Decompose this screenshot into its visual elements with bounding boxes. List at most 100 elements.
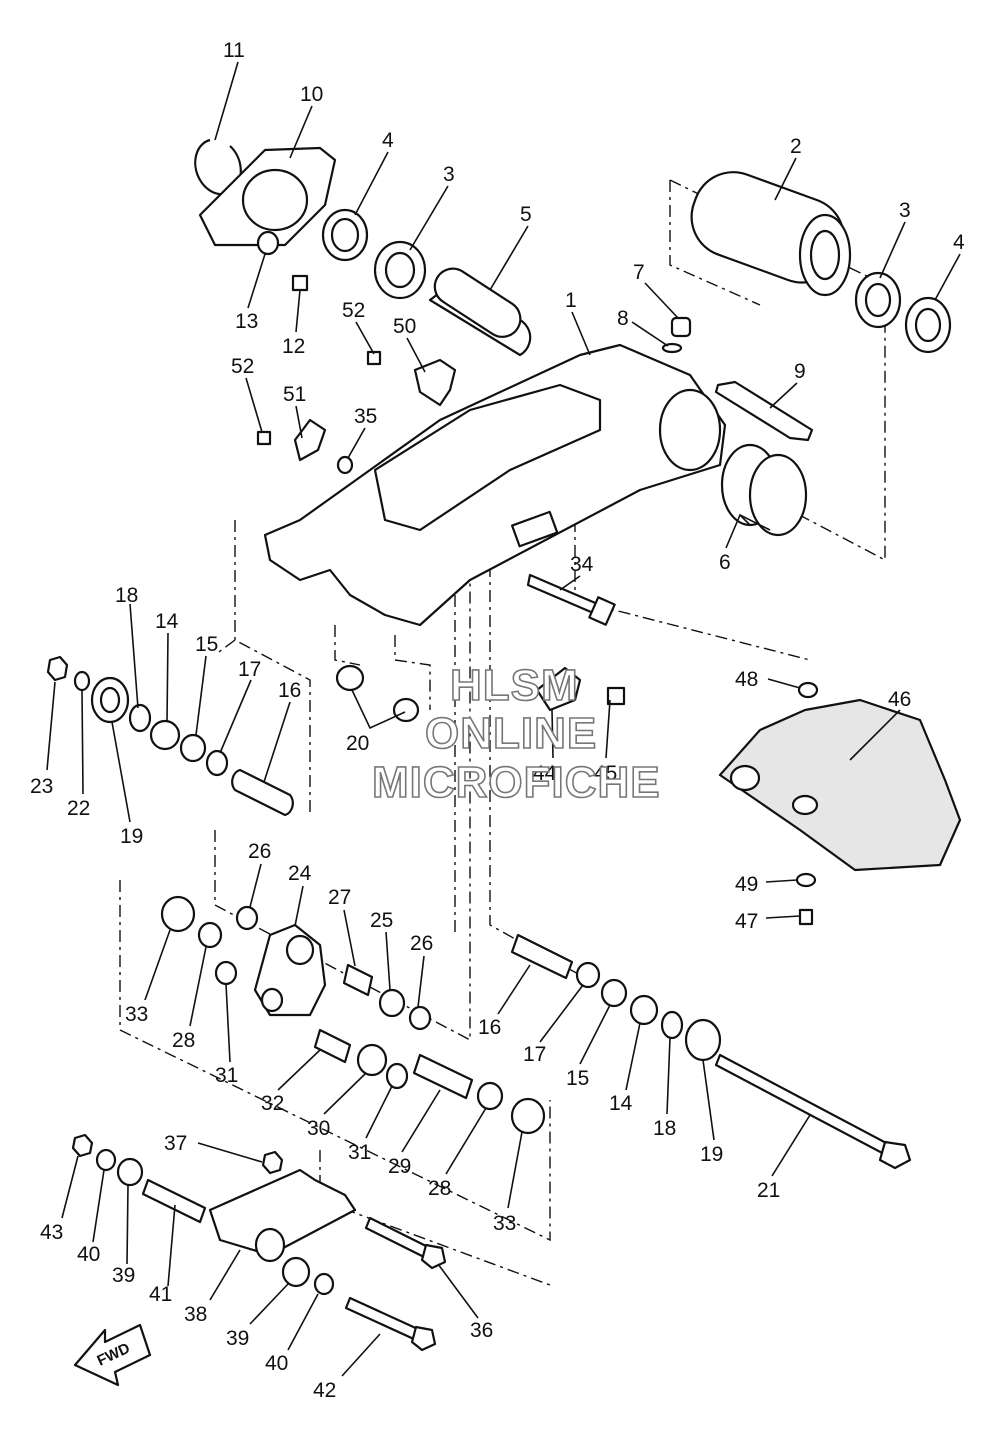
callout-13: 13 (235, 310, 258, 333)
cable-guide-51 (293, 418, 327, 462)
callout-37: 37 (164, 1132, 187, 1155)
watermark-line-1: HLSM (450, 661, 579, 710)
callout-40-b: 40 (265, 1352, 288, 1375)
callout-23: 23 (30, 775, 53, 798)
callout-44: 44 (533, 762, 557, 785)
seal-17 (205, 749, 229, 777)
callout-3-right: 3 (899, 199, 911, 222)
callout-3: 3 (443, 163, 455, 186)
collar-19-b (684, 1018, 722, 1062)
callout-47: 47 (735, 910, 758, 933)
callout-22: 22 (67, 797, 90, 820)
collar-49 (795, 872, 817, 888)
collar-41 (141, 1178, 207, 1224)
nut-43 (71, 1133, 94, 1158)
callout-45: 45 (594, 762, 617, 785)
callout-21: 21 (757, 1179, 780, 1202)
bearing-15 (179, 733, 207, 763)
callout-6: 6 (719, 551, 731, 574)
callout-31-b: 31 (348, 1141, 371, 1164)
callout-26-b: 26 (410, 932, 433, 955)
bolt-47 (798, 908, 814, 926)
callout-39: 39 (112, 1264, 135, 1287)
collar-33 (160, 895, 196, 933)
bolt-7 (670, 316, 692, 338)
bearing-28-b (476, 1081, 504, 1111)
callout-17: 17 (238, 658, 261, 681)
seal-26 (235, 905, 259, 931)
callout-35: 35 (354, 405, 377, 428)
bearing-39-b (281, 1256, 311, 1288)
bearing-14 (149, 719, 181, 751)
callout-42: 42 (313, 1379, 336, 1402)
collar-16 (231, 768, 294, 817)
seal-18-b (660, 1010, 684, 1040)
collar-27 (342, 963, 374, 997)
callout-51: 51 (283, 383, 306, 406)
callout-33: 33 (125, 1003, 148, 1026)
callout-15: 15 (195, 633, 218, 656)
collar-16-b (510, 933, 574, 980)
callout-39-b: 39 (226, 1327, 249, 1350)
callout-15-b: 15 (566, 1067, 589, 1090)
collar-29 (412, 1053, 474, 1100)
callout-9: 9 (794, 360, 806, 383)
callout-labels: 11 10 4 3 2 3 4 5 1 7 8 9 52 50 13 12 52… (30, 39, 965, 1402)
cable-guide-50 (413, 358, 457, 407)
callout-20: 20 (346, 732, 369, 755)
connecting-rod-38 (208, 1168, 357, 1257)
bolt-52-upper (366, 350, 382, 366)
bearing-15-b (600, 978, 628, 1008)
callout-18-b: 18 (653, 1117, 676, 1140)
callout-17-b: 17 (523, 1043, 546, 1066)
callout-52-upper: 52 (342, 299, 365, 322)
callout-34: 34 (570, 553, 594, 576)
callout-5: 5 (520, 203, 532, 226)
nut-13 (256, 230, 280, 256)
callout-46: 46 (888, 688, 911, 711)
callout-31: 31 (215, 1064, 238, 1087)
callout-28: 28 (172, 1029, 195, 1052)
collar-32 (313, 1028, 352, 1064)
circlip-11 (194, 138, 242, 196)
cap-20b (392, 697, 420, 723)
callout-32: 32 (261, 1092, 284, 1115)
callout-1: 1 (565, 289, 577, 312)
callout-14: 14 (155, 610, 179, 633)
callout-7: 7 (633, 261, 645, 284)
bolt-34 (526, 573, 602, 617)
seal-18 (128, 703, 152, 733)
callout-28-b: 28 (428, 1177, 451, 1200)
callout-41: 41 (149, 1283, 172, 1306)
callout-11: 11 (223, 39, 245, 62)
callout-18: 18 (115, 584, 138, 607)
bolt-52-lower (256, 430, 272, 446)
callout-26: 26 (248, 840, 271, 863)
callout-38: 38 (184, 1303, 207, 1326)
bolt-45 (606, 686, 626, 706)
seal-31-b (385, 1062, 409, 1090)
watermark: HLSM ONLINE MICROFICHE (371, 660, 660, 808)
callout-24: 24 (288, 862, 312, 885)
callout-25: 25 (370, 909, 393, 932)
callout-50: 50 (393, 315, 416, 338)
callout-10: 10 (300, 83, 323, 106)
callout-16-b: 16 (478, 1016, 501, 1039)
parts-group: FWD (46, 138, 962, 1387)
washer-22 (73, 670, 91, 692)
seal-40 (95, 1148, 117, 1172)
o-ring-6b (748, 453, 808, 537)
callout-8: 8 (617, 307, 629, 330)
cap-20a (335, 664, 365, 692)
callout-16: 16 (278, 679, 301, 702)
bearing-28 (197, 921, 223, 949)
callout-12: 12 (282, 335, 305, 358)
callout-49: 49 (735, 873, 758, 896)
callout-2: 2 (790, 135, 802, 158)
bolt-36 (364, 1216, 432, 1260)
callout-52-lower: 52 (231, 355, 254, 378)
guard-46 (718, 698, 962, 872)
bearing-39 (116, 1157, 144, 1187)
leader-lines (46, 61, 961, 1377)
